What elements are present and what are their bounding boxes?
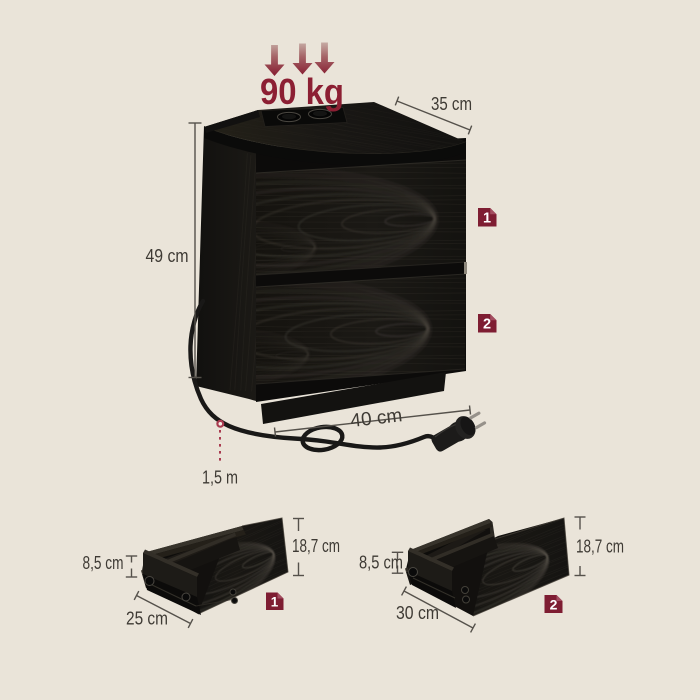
drawer1-side-height-dim [125,555,138,578]
drawer1-depth-dim [133,590,194,629]
cable-length-marker [216,419,225,462]
drawer2-side-height-label: 8,5 cm [359,553,403,573]
cable-length-label: 1,5 m [202,468,238,488]
badge-number: 2 [550,597,558,613]
dimension-height [188,122,202,379]
load-arrows-icon [264,42,335,76]
dimension-width [273,405,472,437]
drawer1-depth-label: 25 cm [126,609,168,629]
badge-number: 2 [483,317,491,333]
power-plug-icon [431,411,487,452]
badge-number: 1 [271,595,279,610]
drawer2-badge: 2 [478,314,497,333]
drawer2-front-height-dim [574,516,586,577]
height-label: 49 cm [146,246,189,266]
drawer1-side-height-label: 8,5 cm [83,553,124,573]
drawer2-depth-label: 30 cm [396,603,439,623]
drawer1-front-height-label: 18,7 cm [292,536,340,556]
badge-number: 1 [483,211,491,227]
drawer1-front-height-dim [293,517,304,577]
power-sockets-icon [277,108,332,123]
drawer1-badge: 1 [478,208,497,227]
nightstand-illustration [196,102,467,424]
drawer1-detail-badge: 1 [266,592,284,610]
drawer2-detail-badge: 2 [544,595,563,613]
drawer2-front-height-label: 18,7 cm [576,537,624,557]
drawer2-illustration [405,517,570,617]
drawer2-side-height-dim [391,551,404,574]
dimension-top-depth [394,96,473,135]
top-depth-label: 35 cm [431,94,472,114]
load-capacity-label: 90 kg [260,71,344,112]
drawer1-illustration [141,517,289,615]
drawer2-depth-dim [400,586,477,633]
